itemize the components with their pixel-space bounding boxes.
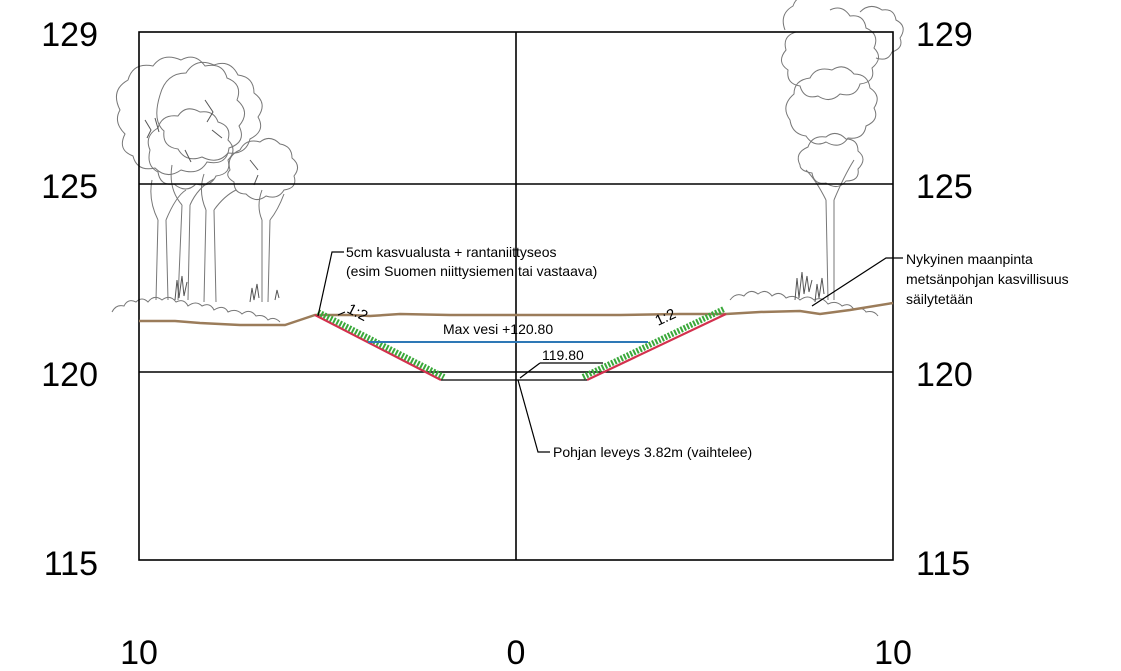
bottom-level-label: 119.80 bbox=[542, 347, 584, 363]
grid bbox=[138, 31, 894, 561]
slope-ratio-left: 1:2 bbox=[344, 300, 370, 325]
existing-ground-note-line1: Nykyinen maanpinta bbox=[906, 251, 1033, 267]
tree-canopy-right-3 bbox=[797, 133, 864, 187]
max-water-label: Max vesi +120.80 bbox=[443, 321, 553, 337]
grass-strip-right bbox=[581, 306, 726, 380]
elevation-label-129-left: 129 bbox=[41, 16, 98, 54]
tree-canopy-right-2 bbox=[785, 66, 878, 146]
tree-trunk-left-1 bbox=[155, 219, 169, 301]
grass-tufts-left bbox=[174, 275, 280, 303]
elevation-label-129-right: 129 bbox=[916, 16, 973, 54]
grass-strip-left bbox=[316, 309, 446, 380]
leader-planting bbox=[317, 251, 344, 317]
slope-tick-left bbox=[337, 311, 346, 316]
existing-ground-line bbox=[139, 301, 894, 327]
ditch-slope-right bbox=[586, 313, 727, 381]
distance-label-center: 0 bbox=[507, 634, 526, 671]
tree-trunk-left-4 bbox=[261, 219, 271, 303]
leader-existing bbox=[811, 257, 903, 307]
ditch-slope-left bbox=[314, 314, 442, 381]
distance-label-left: 10 bbox=[120, 634, 158, 671]
tree-canopy-left-3 bbox=[147, 108, 234, 190]
tree-canopy-left-1 bbox=[115, 56, 245, 175]
tree-group-right bbox=[729, 0, 904, 317]
distance-label-right: 10 bbox=[874, 634, 912, 671]
leader-lines bbox=[317, 251, 903, 453]
leader-bottom-width bbox=[517, 379, 550, 453]
existing-ground-note-line2: metsänpohjan kasvillisuus bbox=[906, 271, 1069, 287]
elevation-label-125-right: 125 bbox=[916, 168, 973, 206]
tree-trunk-left-3 bbox=[203, 209, 217, 303]
tree-trunk-right bbox=[805, 159, 855, 301]
leader-bottom-level bbox=[519, 362, 603, 379]
tree-detail-left bbox=[144, 99, 259, 186]
planting-note-line1: 5cm kasvualusta + rantaniittyseos bbox=[346, 244, 557, 260]
elevation-label-115-left: 115 bbox=[44, 545, 98, 583]
tree-canopy-left-2 bbox=[156, 61, 263, 161]
shrubs-left bbox=[111, 296, 281, 323]
tree-trunk-left-2 bbox=[177, 204, 191, 301]
tree-group-left bbox=[111, 56, 298, 323]
elevation-label-125-left: 125 bbox=[41, 168, 98, 206]
tree-canopy-left-4 bbox=[227, 138, 298, 200]
planting-note-line2: (esim Suomen niittysiemen tai vastaava) bbox=[346, 263, 597, 279]
grass-tufts-right bbox=[794, 271, 825, 303]
existing-ground-note-line3: säilytetään bbox=[906, 291, 973, 307]
bottom-width-label: Pohjan leveys 3.82m (vaihtelee) bbox=[553, 444, 752, 460]
elevation-label-115-right: 115 bbox=[916, 545, 970, 583]
slope-ratio-right: 1:2 bbox=[653, 305, 679, 329]
tree-branches-left bbox=[150, 164, 285, 221]
elevation-label-120-left: 120 bbox=[41, 356, 98, 394]
tree-canopy-right-1 bbox=[781, 0, 879, 100]
elevation-label-120-right: 120 bbox=[916, 356, 973, 394]
tree-canopy-right-4 bbox=[859, 6, 904, 60]
